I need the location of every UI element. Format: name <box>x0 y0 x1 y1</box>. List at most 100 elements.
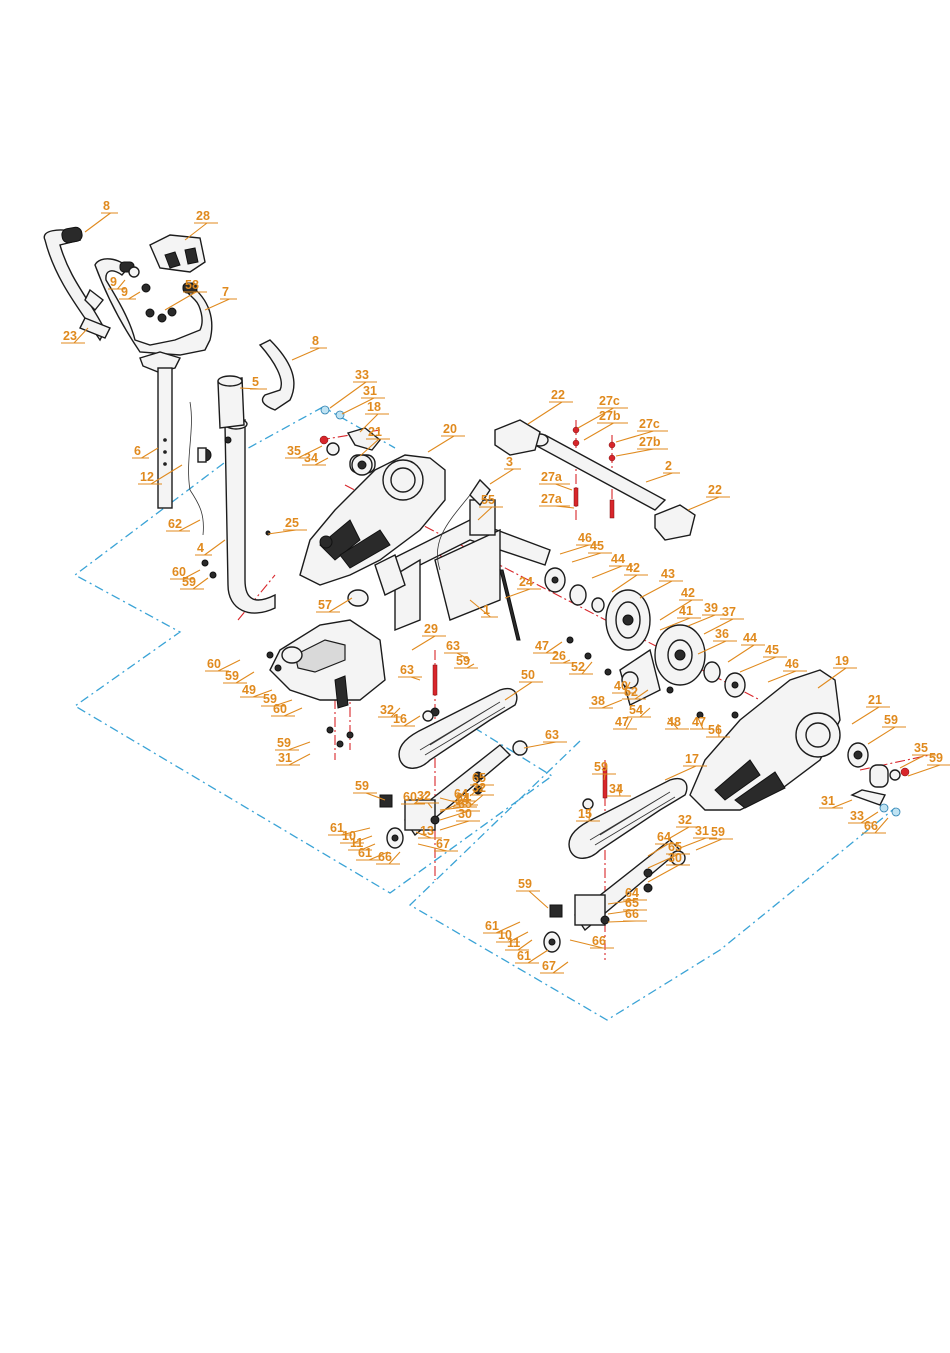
callout-label: 54 <box>629 703 643 717</box>
callout-label: 4 <box>197 541 204 555</box>
callout-leader <box>611 574 648 593</box>
callout-leader <box>539 483 573 491</box>
callout-label: 61 <box>517 949 531 963</box>
callout-label: 63 <box>545 728 559 742</box>
callout-leader <box>607 783 631 797</box>
console-mast-6 <box>139 351 181 509</box>
callout-label: 32 <box>417 789 431 803</box>
callout-leader <box>539 505 575 509</box>
callout-label: 27b <box>599 409 621 423</box>
callout-label: 60 <box>172 565 186 579</box>
callout-label: 35 <box>287 444 301 458</box>
upright-cap-5 <box>217 375 245 429</box>
callout-leader <box>164 291 207 311</box>
callout-leader <box>267 529 307 535</box>
callout-leader <box>166 519 201 532</box>
callout-leader <box>353 792 386 801</box>
callout-leader <box>195 539 226 556</box>
callout-leader <box>276 753 311 766</box>
upright-tube-4 <box>224 418 276 614</box>
callout-label: 39 <box>704 601 718 615</box>
roller-30-left <box>379 794 393 808</box>
side-cover-left-20 <box>299 454 446 586</box>
callout-label: 2 <box>665 459 672 473</box>
callout-leader <box>647 843 679 857</box>
callout-leader <box>119 291 141 300</box>
callout-leader <box>302 457 329 466</box>
callout-label: 45 <box>765 643 779 657</box>
callout-label: 44 <box>611 552 625 566</box>
callout-leader <box>84 212 118 233</box>
callout-leader <box>867 726 906 745</box>
callout-label: 59 <box>518 877 532 891</box>
main-frame-1 <box>388 499 551 632</box>
callout-label: 22 <box>708 483 722 497</box>
callout-label: 9 <box>121 285 128 299</box>
callout-label: 27a <box>541 492 563 506</box>
callout-leader <box>223 671 255 684</box>
callout-leader <box>576 807 600 822</box>
callout-label: 60 <box>403 790 417 804</box>
callout-leader <box>483 921 521 934</box>
callout-label: 52 <box>624 685 638 699</box>
callout-label: 59 <box>225 669 239 683</box>
callout-leader <box>639 580 683 599</box>
callout-label: 21 <box>368 425 382 439</box>
sensor-cable-12 <box>188 401 192 491</box>
callout-label: 32 <box>380 703 394 717</box>
callout-leader <box>391 715 421 727</box>
callout-label: 40 <box>614 679 628 693</box>
callout-leader <box>607 899 647 905</box>
callout-leader <box>703 618 744 635</box>
callout-leader <box>848 811 879 824</box>
callout-label: 27c <box>599 394 620 408</box>
callout-leader <box>329 381 377 409</box>
moving-handlebar-left <box>43 226 106 342</box>
callout-leader <box>439 820 480 831</box>
callout-label: 16 <box>393 712 407 726</box>
callout-label: 22 <box>551 388 565 402</box>
callout-leader <box>415 831 442 839</box>
callout-label: 52 <box>571 660 585 674</box>
callout-leader <box>569 939 614 949</box>
callout-label: 42 <box>626 561 640 575</box>
callout-label: 38 <box>591 694 605 708</box>
wire-3 <box>436 494 471 571</box>
callout-label: 46 <box>785 657 799 671</box>
callout-label: 59 <box>929 751 943 765</box>
callout-label: 65 <box>472 771 486 785</box>
callout-label: 43 <box>661 567 675 581</box>
callout-label: 48 <box>667 715 681 729</box>
callout-leader <box>591 565 633 579</box>
callout-label: 27c <box>639 417 660 431</box>
callout-label: 33 <box>355 368 369 382</box>
callout-label: 8 <box>312 334 319 348</box>
side-cover-right-19 <box>689 669 841 811</box>
callout-leader <box>444 652 471 661</box>
bearings-44-45-right <box>703 661 746 698</box>
callout-label: 49 <box>242 683 256 697</box>
callout-label: 17 <box>685 752 699 766</box>
callout-leader <box>356 851 389 861</box>
callout-label: 31 <box>278 751 292 765</box>
callout-label: 64 <box>456 791 470 805</box>
callout-leader <box>679 837 717 849</box>
callout-label: 47 <box>615 715 629 729</box>
bushing-35-34 <box>319 435 340 456</box>
callout-label: 59 <box>263 692 277 706</box>
callout-label: 27b <box>639 435 661 449</box>
callout-label: 1 <box>483 603 490 617</box>
callout-leader <box>659 599 703 621</box>
fixed-handlebar-7 <box>94 258 213 356</box>
callout-leader <box>613 717 637 730</box>
callout-leader <box>496 931 529 943</box>
callout-leader <box>401 791 429 805</box>
end-caps-9 <box>128 266 151 293</box>
callout-label: 8 <box>103 199 110 213</box>
callout-leader <box>664 765 707 781</box>
callout-leader <box>180 577 209 590</box>
callout-leader <box>477 506 503 521</box>
callout-leader <box>739 656 787 673</box>
callout-leader <box>607 909 647 915</box>
